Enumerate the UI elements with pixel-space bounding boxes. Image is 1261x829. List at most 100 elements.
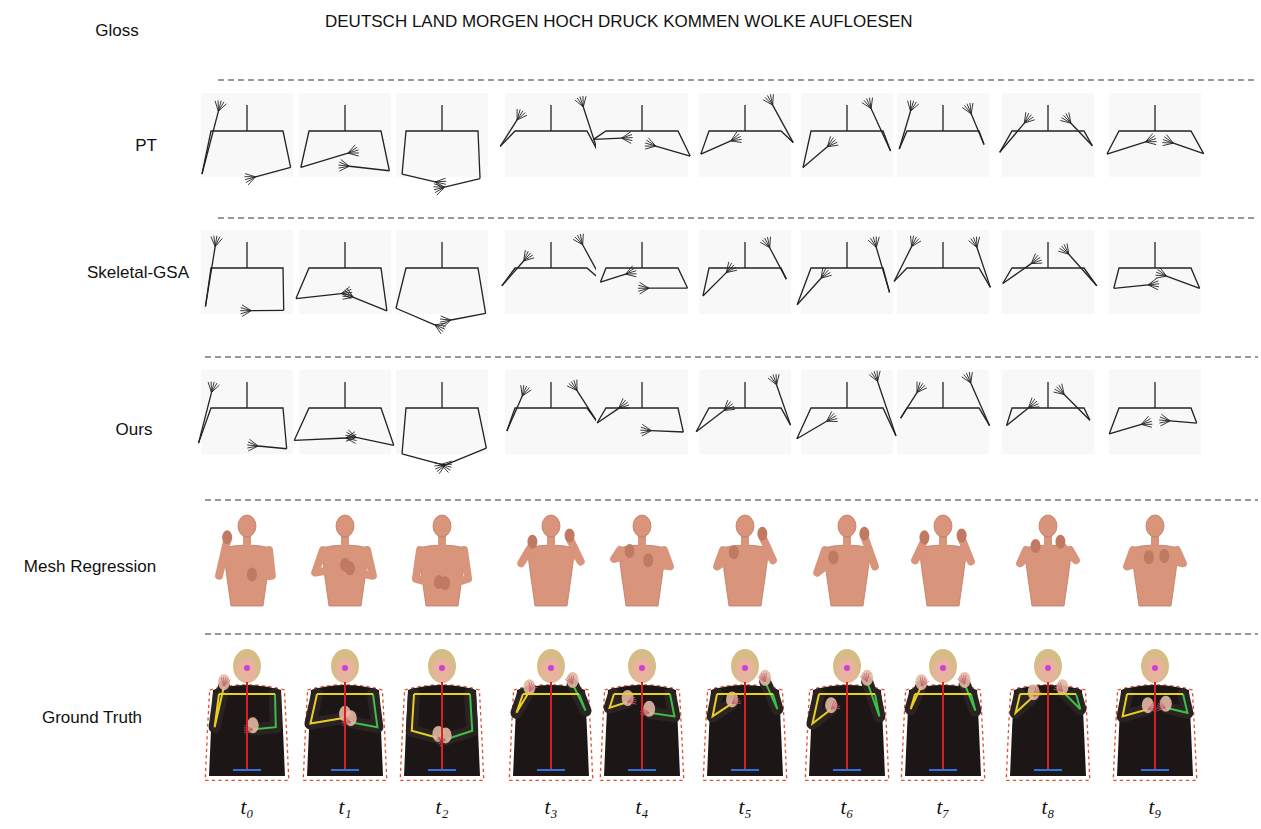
finger [1024, 117, 1033, 123]
skeleton-row [201, 93, 1204, 195]
keypoint-bone [641, 682, 643, 770]
signer-hair [428, 649, 456, 683]
finger [961, 676, 964, 684]
mesh-hand [859, 527, 869, 541]
finger [732, 701, 741, 704]
forearm-bone [703, 273, 726, 296]
finger [1146, 139, 1156, 142]
neck-bone [942, 382, 943, 408]
finger [435, 463, 446, 465]
finger [731, 139, 742, 141]
mesh-figure [219, 515, 272, 606]
shoulder-bone [597, 408, 683, 432]
finger [245, 177, 256, 180]
signer-face [335, 657, 355, 683]
signer-hair [731, 649, 759, 683]
finger [871, 98, 872, 109]
time-step-label: t₇ [936, 795, 949, 820]
neck-bone [550, 382, 551, 408]
finger [214, 236, 215, 247]
finger [572, 675, 574, 684]
mesh-figure [1020, 515, 1076, 606]
mesh-torso [223, 545, 271, 606]
keypoint-bone [550, 682, 552, 770]
finger [249, 439, 258, 446]
forearm-bone [507, 396, 522, 431]
finger [245, 174, 256, 177]
finger [622, 132, 631, 138]
finger [912, 241, 921, 247]
forearm-bone [502, 261, 524, 286]
finger [346, 438, 356, 443]
keypoint-bone [765, 682, 777, 709]
finger [1064, 244, 1069, 254]
finger [772, 94, 774, 105]
mesh-head [1039, 515, 1057, 537]
mesh-head [838, 515, 856, 537]
forearm-bone [656, 146, 690, 156]
keypoint-bone [233, 769, 261, 771]
forearm-bone [349, 166, 389, 170]
forearm-bone [899, 111, 910, 149]
finger [876, 237, 879, 248]
finger [440, 320, 451, 322]
shoulder-bone [696, 408, 790, 432]
neck-bone [1154, 242, 1155, 268]
finger [348, 147, 357, 153]
signer-face [837, 657, 857, 683]
row-label: Ours [116, 420, 153, 440]
mesh-torso [1131, 545, 1179, 606]
shoulder-bone [502, 268, 603, 286]
skeleton-figure [199, 370, 293, 454]
finger [622, 135, 632, 139]
finger [208, 382, 211, 392]
row-label: PT [135, 136, 157, 156]
finger [967, 104, 971, 114]
finger [777, 374, 779, 385]
keypoint-bone [246, 682, 248, 770]
finger [1060, 682, 1062, 691]
finger [770, 376, 776, 385]
keypoint-bone [441, 682, 443, 770]
frame-bg [596, 370, 688, 454]
skeleton-figure [396, 230, 488, 334]
keypoint-bone [1141, 769, 1169, 771]
shoulder-bone [507, 408, 597, 431]
time-step-label: t₄ [635, 795, 648, 820]
gloss-sentence: DEUTSCH LAND MORGEN HOCH DRUCK KOMMEN WO… [325, 12, 913, 32]
mesh-hand [643, 553, 653, 567]
finger [1141, 424, 1152, 427]
finger [1058, 683, 1062, 691]
neck-bone [846, 242, 847, 268]
finger [831, 706, 839, 709]
skeleton-figure [593, 93, 690, 177]
forearm-bone [1069, 254, 1097, 286]
finger [1160, 267, 1167, 276]
finger [969, 372, 970, 383]
finger [524, 258, 535, 261]
mesh-figure [817, 515, 875, 606]
finger [864, 673, 867, 681]
neck-bone [441, 382, 442, 408]
finger [1146, 142, 1157, 145]
finger [619, 402, 628, 408]
finger [582, 234, 584, 245]
finger [1031, 260, 1041, 264]
finger [211, 385, 219, 393]
finger [626, 271, 636, 274]
mesh-head [238, 515, 256, 537]
finger [248, 446, 258, 451]
finger [641, 431, 652, 434]
finger [878, 371, 881, 382]
skeleton-figure [897, 370, 990, 454]
mesh-hand [527, 535, 537, 549]
neck-bone [441, 242, 442, 268]
mesh-hand [247, 568, 257, 582]
neck-bone [246, 242, 247, 268]
skeleton-figure [500, 93, 597, 177]
frame-bg [897, 230, 989, 314]
signer-hair [929, 649, 957, 683]
skeleton-figure [396, 93, 488, 195]
frame-bg [897, 93, 989, 177]
forearm-bone [797, 278, 821, 305]
